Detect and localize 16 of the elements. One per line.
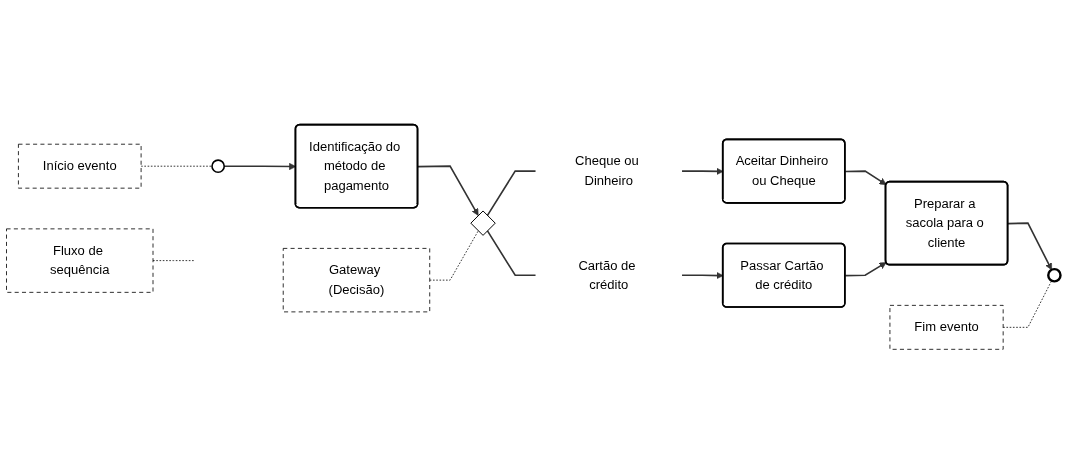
node-box: Gateway (Decisão) — [282, 248, 431, 313]
arrow — [417, 165, 479, 216]
connector — [429, 230, 479, 281]
connector — [486, 229, 537, 277]
node-text: Cheque ou Dinheiro — [575, 153, 639, 188]
connector — [486, 170, 537, 217]
arrow — [844, 170, 887, 185]
node-text: Cartão de crédito — [578, 258, 636, 292]
arrow — [844, 262, 887, 277]
node-circle — [1047, 267, 1062, 283]
arrow — [1007, 222, 1052, 271]
node-diamond — [470, 210, 496, 236]
node-box: Início evento — [18, 143, 142, 189]
node-box: Fluxo de sequência — [6, 228, 154, 293]
node-box: Fim evento — [889, 304, 1004, 350]
node-circle — [211, 159, 226, 174]
